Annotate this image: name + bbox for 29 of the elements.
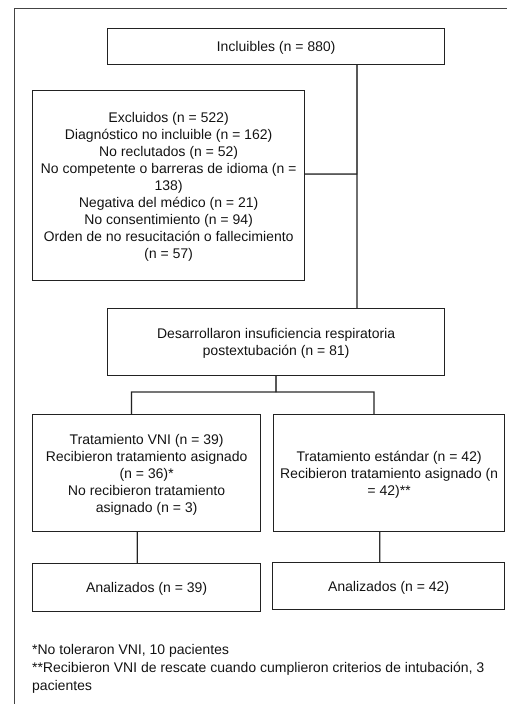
connector-line <box>136 532 138 563</box>
process-box <box>32 414 261 532</box>
box-text: Analizados (n = 39) <box>86 579 208 596</box>
process-box <box>107 28 445 65</box>
process-box <box>273 414 505 532</box>
box-text: Orden de no resucitación o fallecimiento (n = 57) <box>42 228 294 262</box>
box-text: Excluidos (n = 522) <box>108 109 229 126</box>
connector-line <box>356 65 358 308</box>
footnote: *No toleraron VNI, 10 pacientes <box>32 640 230 658</box>
box-text: No consentimiento (n = 94) <box>84 211 253 228</box>
box-text: Tratamiento VNI (n = 39) <box>70 430 224 448</box>
box-text: No competente o barreras de idioma (n = 138) <box>40 160 298 194</box>
box-text: Diagnóstico no incluible (n = 162) <box>64 126 272 143</box>
process-box <box>272 562 505 610</box>
box-text: Desarrollaron insuficiencia respiratoria postextubación (n = 81) <box>156 325 396 359</box>
footnote: **Recibieron VNI de rescate cuando cumplieron criterios de intubación, 3 pacientes <box>32 658 486 694</box>
box-text: Recibieron tratamiento asignado (n = 36)* <box>44 448 248 482</box>
box-text: No recibieron tratamiento asignado (n = 3) <box>66 482 226 516</box>
box-text: Tratamiento estándar (n = 42) <box>296 448 482 464</box>
process-box <box>107 308 445 376</box>
box-text: Analizados (n = 42) <box>328 578 450 594</box>
process-box <box>32 90 305 281</box>
connector-line <box>275 376 375 414</box>
connector-line <box>379 532 380 562</box>
process-box <box>32 563 261 612</box>
box-text: Negativa del médico (n = 21) <box>78 194 258 211</box>
box-text: Recibieron tratamiento asignado (n = 42)** <box>280 464 498 498</box>
box-text: Incluibles (n = 880) <box>216 38 336 55</box>
box-text: No reclutados (n = 52) <box>99 143 238 160</box>
